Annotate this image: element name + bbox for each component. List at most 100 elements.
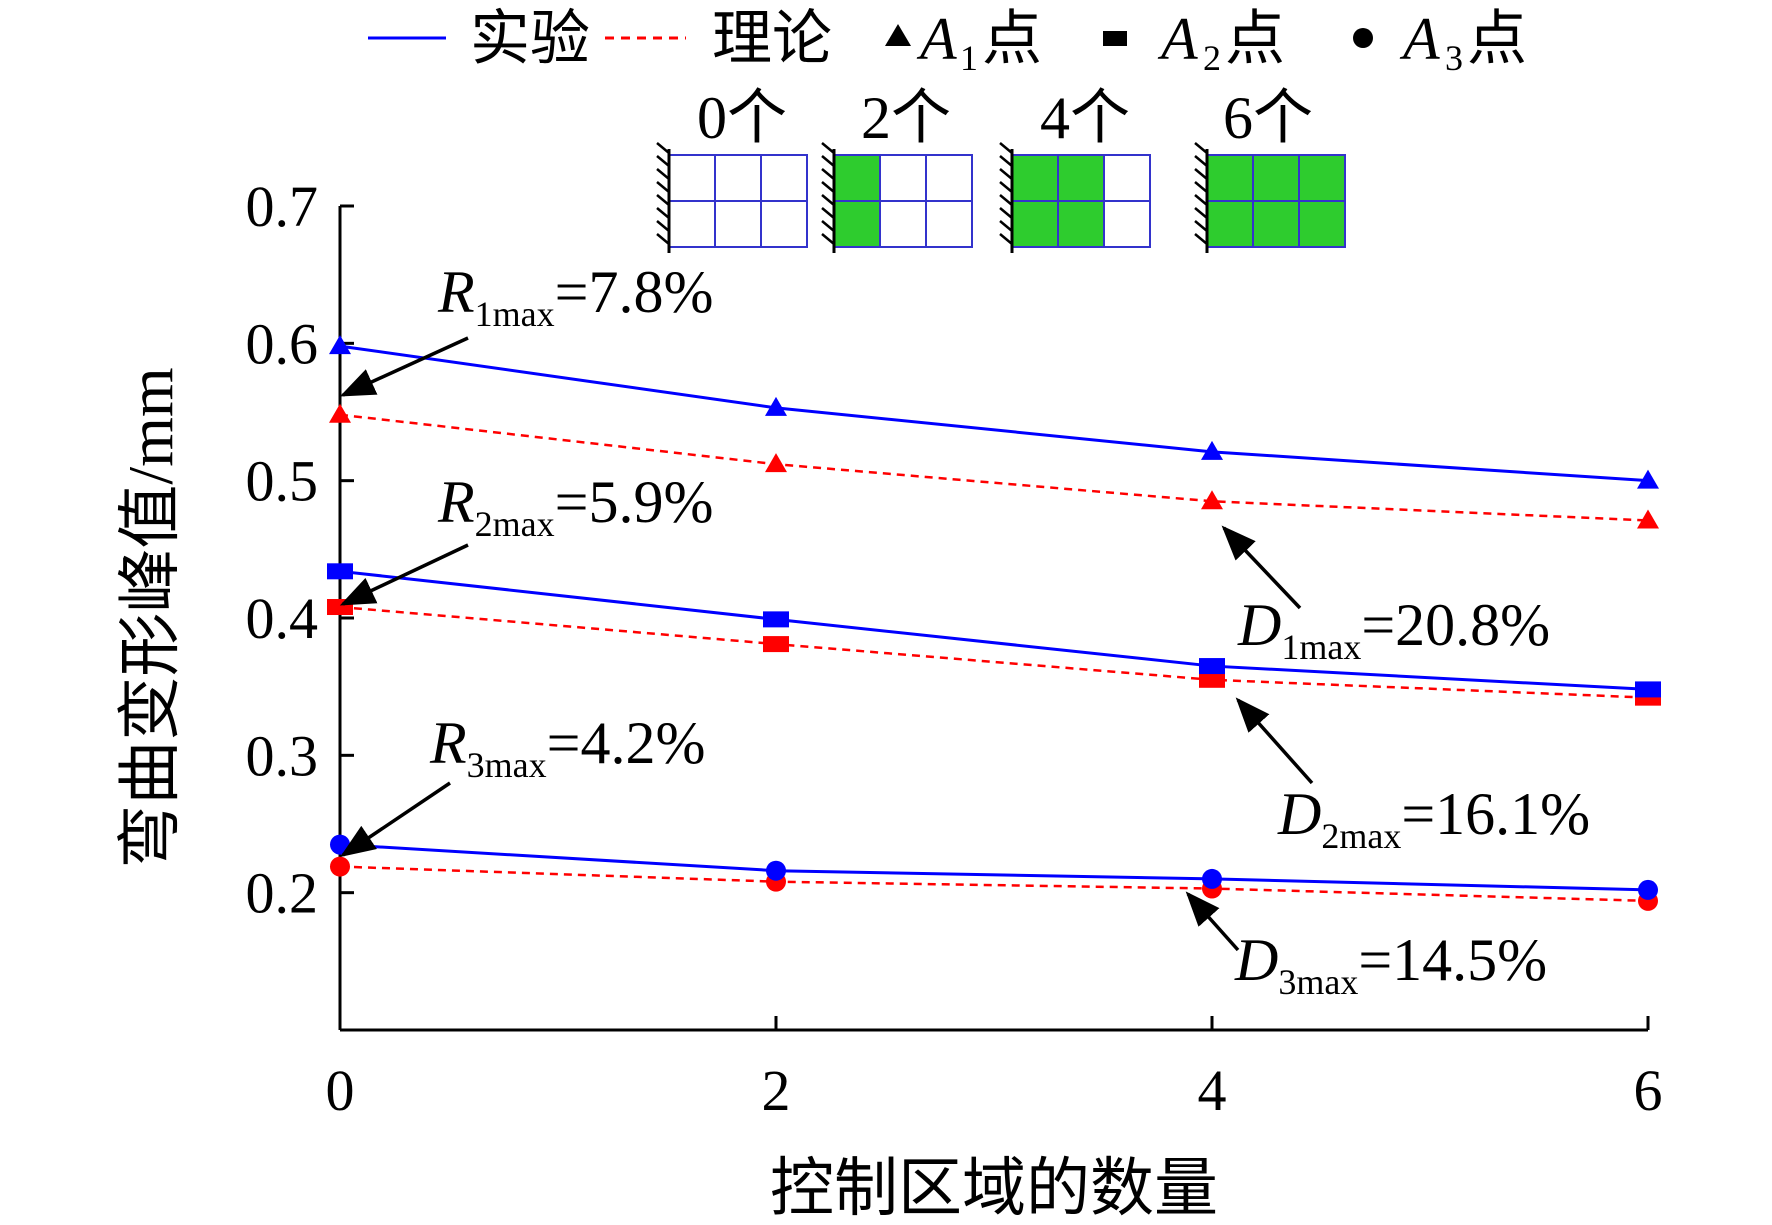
inset-cell — [1298, 200, 1346, 248]
y-tick-label: 0.7 — [246, 174, 319, 239]
legend-a1-label: A 1 点 — [916, 6, 1042, 78]
legend-circle-icon — [1353, 28, 1373, 48]
a1-experiment-point — [1637, 469, 1659, 489]
svg-text:A: A — [1157, 6, 1198, 72]
x-tick-label: 4 — [1198, 1058, 1227, 1123]
inset-6-regions: 6个 — [1194, 85, 1346, 253]
fixed-wall-hatch — [656, 142, 671, 253]
inset-cell — [925, 200, 973, 248]
a1-theory-point — [329, 403, 351, 423]
a1-experiment-point — [1201, 440, 1223, 460]
svg-text:A: A — [916, 6, 957, 72]
svg-text:A: A — [1399, 6, 1440, 72]
fixed-wall-hatch — [1194, 142, 1209, 253]
svg-text:1: 1 — [960, 38, 978, 78]
inset-cell — [1011, 154, 1059, 202]
inset-cell — [1103, 154, 1151, 202]
annotations: R1max=7.8% R2max=5.9% R3max=4.2% D1max=20.8… — [339, 259, 1590, 1002]
annotation-r3max: R3max=4.2% — [340, 710, 705, 857]
legend-triangle-icon — [885, 24, 911, 46]
a2-theory-point — [763, 636, 789, 653]
annotation-arrow — [339, 336, 469, 397]
inset-cell — [714, 200, 762, 248]
inset-cell — [1057, 200, 1105, 248]
a2-experiment-point — [1199, 658, 1225, 675]
series-layer — [327, 335, 1661, 911]
a1-experiment-point — [765, 396, 787, 416]
inset-cell — [668, 200, 716, 248]
svg-text:点: 点 — [1467, 6, 1527, 72]
inset-4-regions: 4个 — [999, 85, 1151, 253]
a1-theory-point — [1637, 509, 1659, 529]
a3-experiment-point — [766, 860, 786, 881]
inset-cell — [879, 154, 927, 202]
svg-text:点: 点 — [1225, 6, 1285, 72]
inset-cell — [760, 154, 808, 202]
annotation-r1max: R1max=7.8% — [339, 259, 713, 397]
svg-text:3: 3 — [1445, 38, 1463, 78]
a2-theory-line — [339, 605, 1649, 699]
legend-a3-label: A 3 点 — [1399, 6, 1527, 78]
inset-label: 2个 — [861, 85, 951, 151]
annotation-d3max: D3max=14.5% — [1185, 891, 1547, 1002]
annotation-d2max: D2max=16.1% — [1235, 697, 1590, 856]
inset-cell — [1011, 200, 1059, 248]
a3-experiment-line — [339, 843, 1649, 892]
inset-cell — [1103, 200, 1151, 248]
annotation-arrow — [339, 543, 469, 606]
fixed-wall-hatch — [821, 142, 836, 253]
control-region-insets: 0个 2个 4个 6个 — [656, 85, 1346, 253]
a2-experiment-point — [1635, 681, 1661, 698]
x-tick-label: 2 — [762, 1058, 791, 1123]
annotation-d1max: D1max=20.8% — [1221, 525, 1550, 667]
a3-experiment-point — [1202, 868, 1222, 889]
fixed-wall-hatch — [999, 142, 1014, 253]
a3-experiment-point — [1638, 879, 1658, 900]
inset-label: 4个 — [1040, 85, 1130, 151]
inset-cell — [833, 200, 881, 248]
inset-2-regions: 2个 — [821, 85, 973, 253]
a2-theory-point — [1199, 671, 1225, 688]
y-tick-label: 0.5 — [246, 449, 319, 514]
a3-theory-point — [330, 856, 350, 877]
legend-theory-label: 理论 — [712, 6, 832, 72]
a2-experiment-point — [327, 563, 353, 580]
annotation-arrow — [1221, 525, 1302, 610]
annotation-label: R1max=7.8% — [437, 259, 713, 334]
annotation-label: R3max=4.2% — [429, 710, 705, 785]
inset-cell — [760, 200, 808, 248]
x-axis-title: 控制区域的数量 — [770, 1153, 1218, 1224]
legend-a2-label: A 2 点 — [1157, 6, 1285, 78]
annotation-label: D3max=14.5% — [1234, 927, 1547, 1002]
annotation-r2max: R2max=5.9% — [339, 469, 713, 606]
legend-experiment-label: 实验 — [470, 6, 590, 72]
annotation-label: D2max=16.1% — [1277, 781, 1590, 856]
a1-theory-point — [765, 453, 787, 473]
annotation-arrow — [340, 781, 451, 857]
annotation-arrow — [1185, 891, 1240, 952]
inset-cell — [714, 154, 762, 202]
y-axis-title: 弯曲变形峰值/mm — [115, 367, 186, 868]
inset-cell — [1298, 154, 1346, 202]
svg-text:2: 2 — [1203, 38, 1221, 78]
inset-cell — [1206, 200, 1254, 248]
y-tick-label: 0.3 — [246, 723, 319, 788]
inset-cell — [1252, 154, 1300, 202]
y-tick-label: 0.2 — [246, 861, 319, 926]
inset-cell — [1057, 154, 1105, 202]
inset-cell — [1252, 200, 1300, 248]
inset-cell — [1206, 154, 1254, 202]
annotation-arrow — [1235, 697, 1314, 785]
inset-cell — [833, 154, 881, 202]
x-tick-label: 6 — [1634, 1058, 1663, 1123]
a2-experiment-line — [339, 569, 1649, 691]
legend: 实验 理论 A 1 点 A 2 点 A 3 点 — [368, 6, 1527, 78]
legend-square-icon — [1103, 31, 1127, 46]
inset-0-regions: 0个 — [656, 85, 808, 253]
a1-theory-line — [339, 413, 1649, 522]
a1-experiment-point — [329, 335, 351, 355]
a1-theory-point — [1201, 490, 1223, 510]
y-tick-label: 0.6 — [246, 311, 319, 376]
